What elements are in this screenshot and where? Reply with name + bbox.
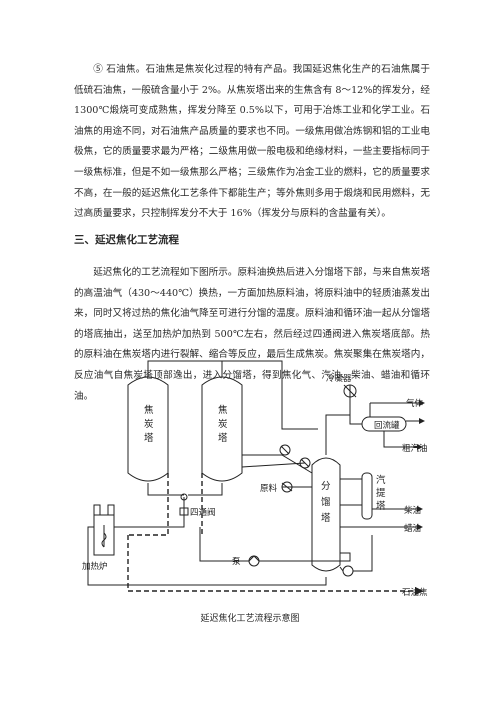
product-coke-label: 石油焦 (402, 587, 428, 598)
product-gas-label: 气体 (406, 398, 424, 409)
stripper-label-1: 汽 (376, 474, 386, 486)
product-gasoline-label: 粗汽油 (402, 443, 428, 454)
pump (248, 555, 260, 567)
product-diesel-label: 柴油 (404, 505, 421, 516)
coke-drum-1-label-2: 炭 (144, 419, 154, 430)
feed-label: 原料 (260, 483, 278, 494)
fractionator-vessel (311, 457, 341, 572)
reflux-drum-label: 回流罐 (374, 420, 400, 431)
coke-drum-1-label-3: 塔 (144, 432, 154, 444)
product-wax-oil-label: 蜡油 (404, 523, 421, 534)
paragraph-process-flow: 延迟焦化的工艺流程如下图所示。原料油换热后进入分馏塔下部，与来自焦炭塔的高温油气… (74, 267, 430, 402)
stripper-label-3: 塔 (376, 500, 386, 512)
furnace-body (93, 514, 115, 556)
feed-heat-exchanger (281, 481, 293, 493)
diagram-caption: 延迟焦化工艺流程示意图 (200, 614, 300, 624)
furnace-label: 加热炉 (82, 561, 108, 572)
pump-label: 泵 (232, 557, 241, 567)
paragraph-petroleum-coke: ⑤ 石油焦。石油焦是焦炭化过程的特有产品。我国延迟焦化生产的石油焦属于低硫石油焦… (74, 64, 430, 220)
stripper-vessel (361, 472, 373, 520)
coke-drum-2-label-3: 塔 (218, 432, 228, 444)
coke-drum-2-label-2: 炭 (218, 419, 228, 430)
coke-drum-1-label-1: 焦 (144, 404, 154, 416)
section-heading: 三、延迟焦化工艺流程 (74, 234, 179, 246)
condenser-label: 冷凝器 (326, 373, 352, 384)
fractionator-label-3: 塔 (321, 512, 331, 524)
fractionator-label-2: 馏 (321, 496, 331, 508)
fractionator-label-1: 分 (321, 481, 331, 492)
process-flow-diagram: 焦 炭 塔 焦 炭 塔 分 馏 塔 汽 提 塔 冷凝器 回流罐 四通阀 加热炉 … (82, 360, 428, 598)
coke-drum-2-label-1: 焦 (218, 404, 228, 416)
four-way-valve-label: 四通阀 (190, 507, 216, 518)
coke-drum-2-vessel (201, 376, 243, 482)
stripper-label-2: 提 (376, 487, 386, 499)
